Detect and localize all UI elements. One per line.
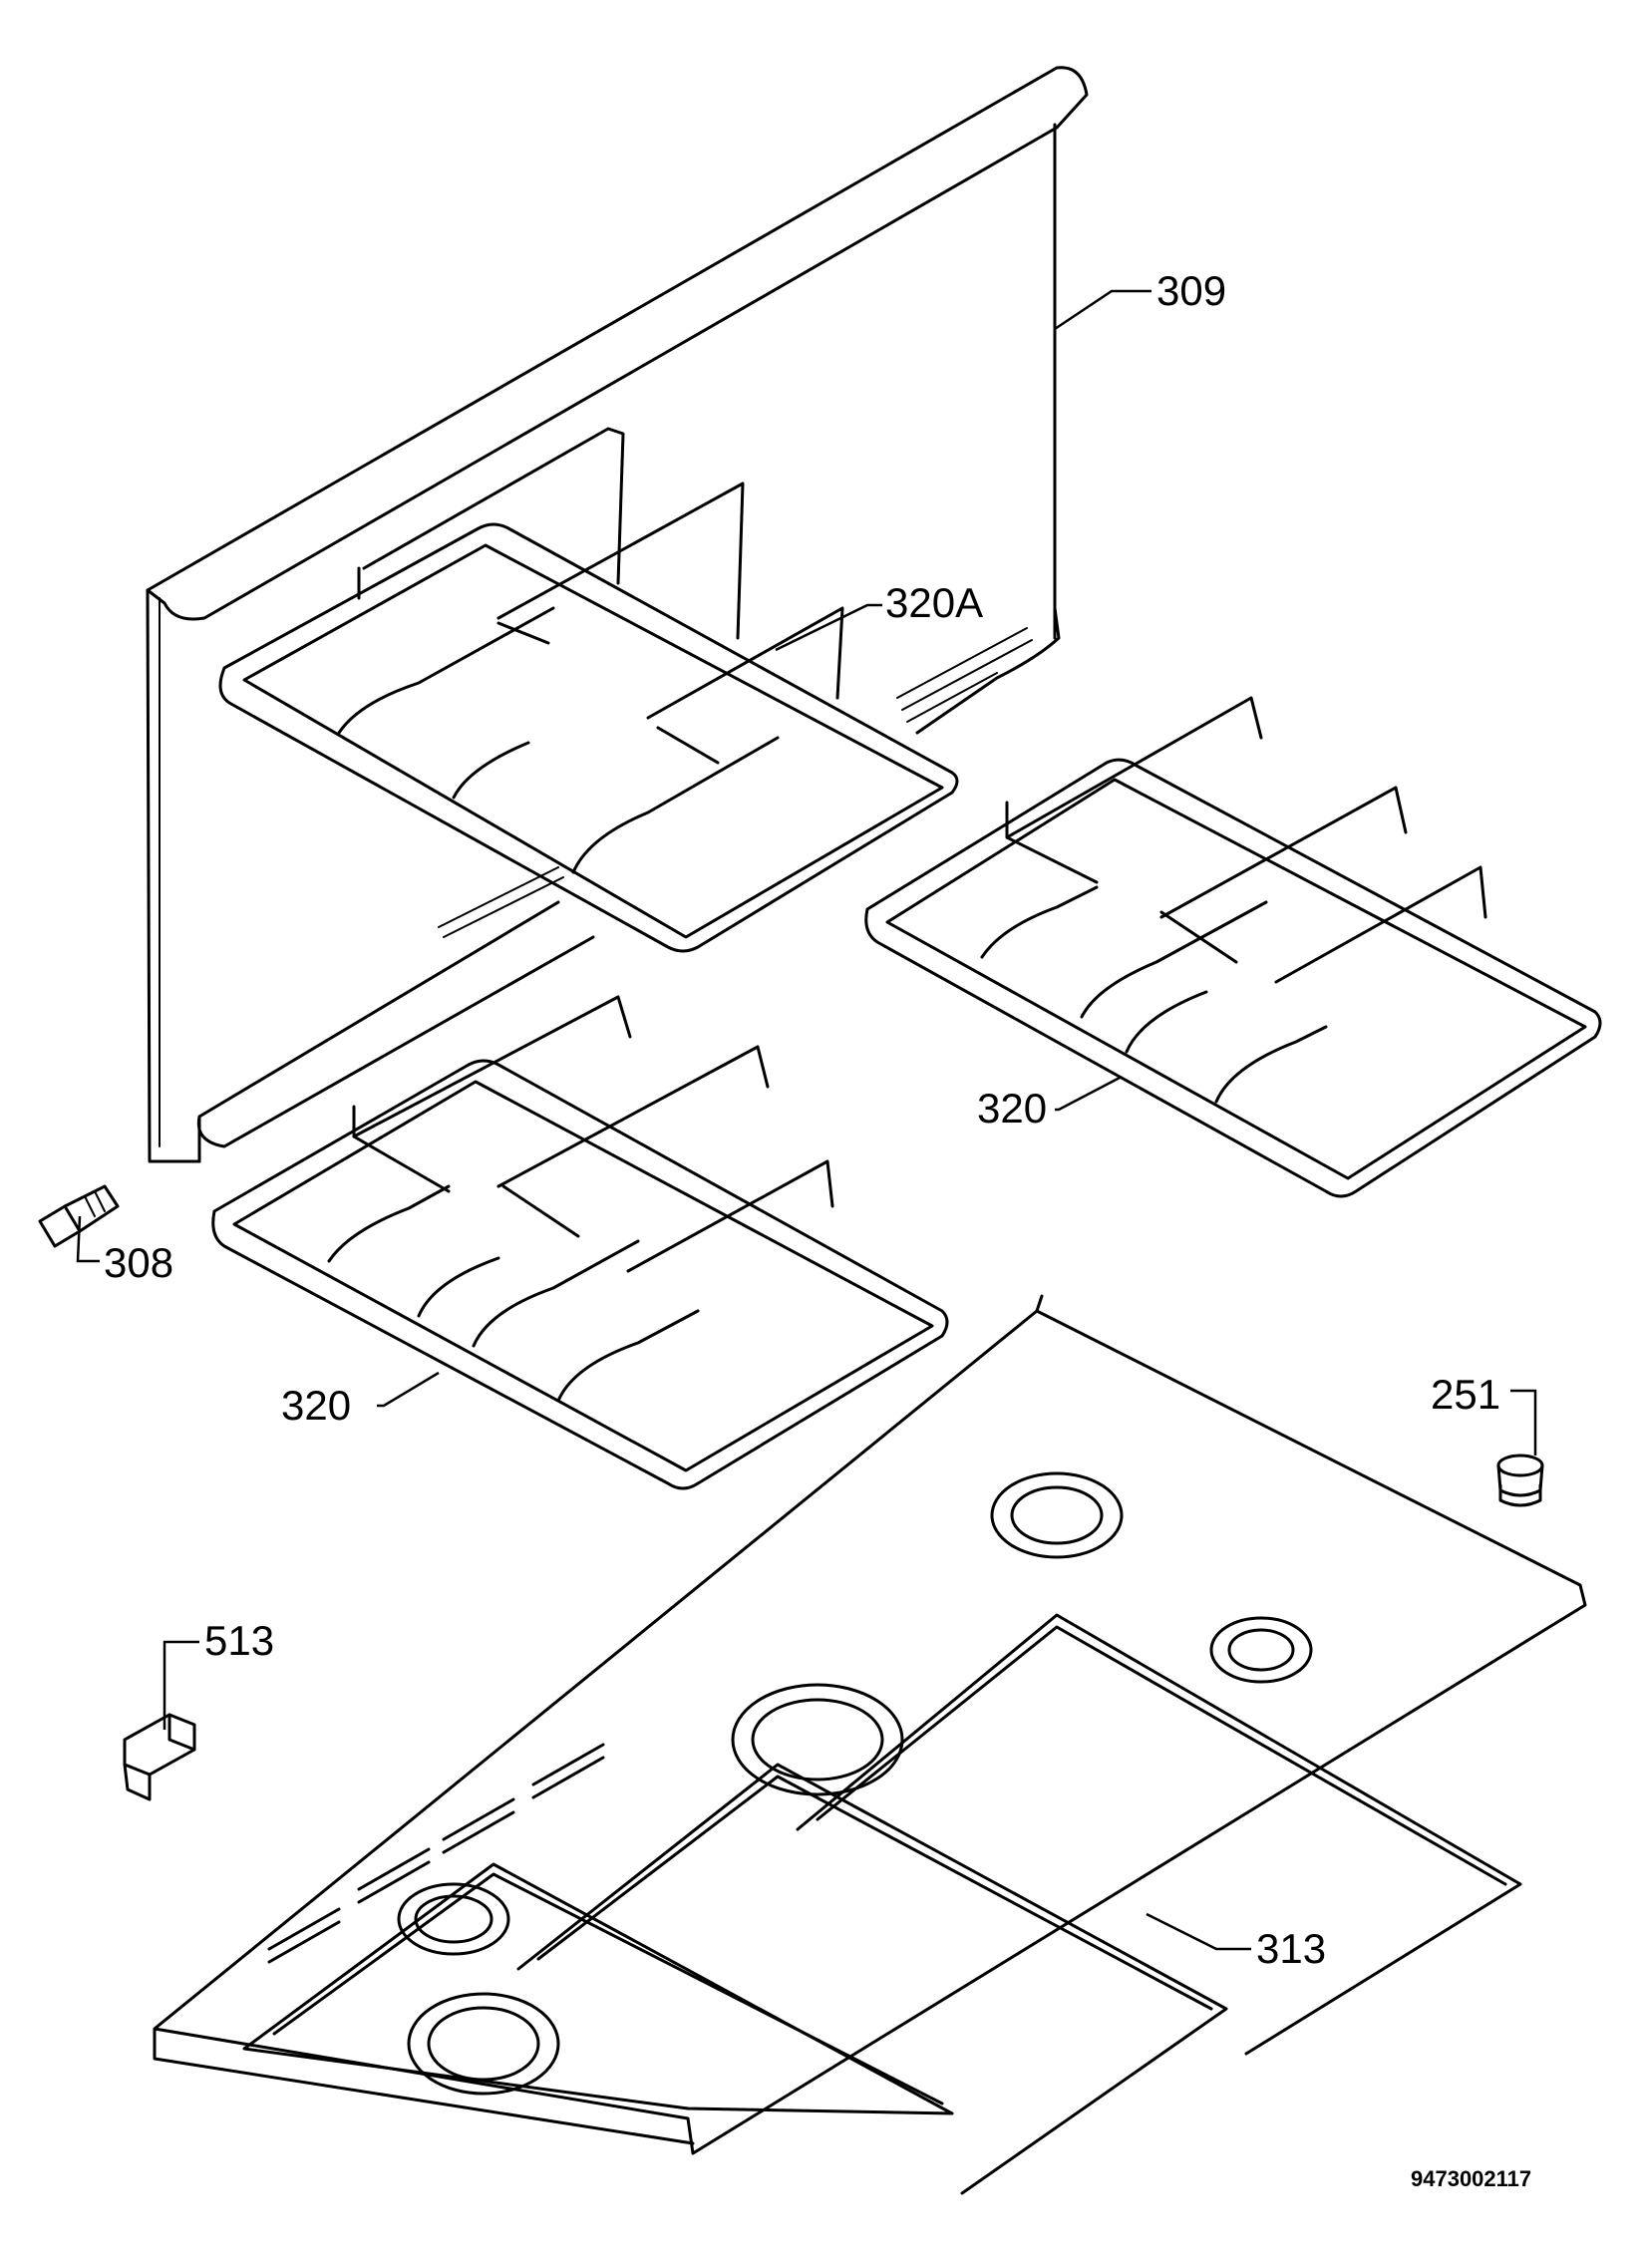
hob-top-313: [153, 1294, 1587, 2195]
label-320a: 320A: [885, 579, 983, 626]
leader-lines: [76, 289, 1537, 1951]
knob-251: [1496, 1454, 1544, 1507]
document-number: 9473002117: [1411, 2166, 1531, 2191]
label-513: 513: [204, 1617, 274, 1664]
pan-support-320-right: [864, 696, 1602, 1198]
clip-513: [123, 1713, 196, 1801]
label-320-right: 320: [977, 1085, 1047, 1132]
pan-support-320-left: [211, 995, 949, 1490]
label-313: 313: [1256, 1925, 1326, 1972]
label-251: 251: [1431, 1371, 1500, 1418]
label-320-left: 320: [281, 1382, 351, 1429]
label-309: 309: [1156, 267, 1226, 314]
glass-lid-309: [146, 66, 1089, 1163]
label-308: 308: [104, 1239, 173, 1286]
pan-support-320a: [218, 427, 959, 953]
